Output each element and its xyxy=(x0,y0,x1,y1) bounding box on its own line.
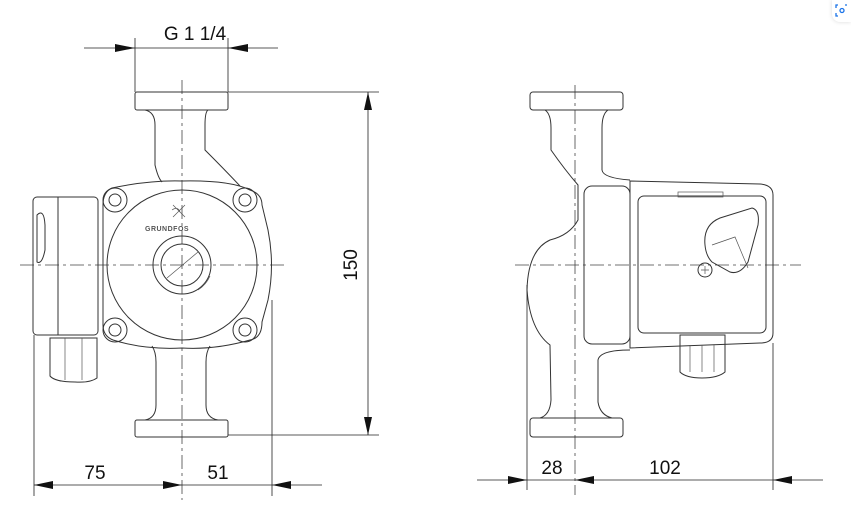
left-width-label: 75 xyxy=(84,463,105,484)
height-label: 150 xyxy=(341,249,362,281)
top-neck xyxy=(144,109,241,187)
right-depth-label: 102 xyxy=(649,458,681,479)
dimension-front-width: 75 51 xyxy=(33,300,322,496)
speed-selector-knob xyxy=(704,207,759,273)
name-plate xyxy=(677,191,724,198)
lens-scan-icon xyxy=(835,4,847,17)
thread-size-label: G 1 1/4 xyxy=(164,24,227,45)
dimension-thread: G 1 1/4 xyxy=(84,24,278,92)
side-cable-gland xyxy=(679,334,726,379)
side-bottom-flange xyxy=(529,417,624,438)
motor-front-panel xyxy=(637,195,767,334)
side-top-flange xyxy=(529,91,624,111)
top-flange xyxy=(134,91,229,111)
motor-casing xyxy=(629,180,774,349)
terminal-box-window xyxy=(36,212,46,263)
terminal-box xyxy=(32,196,99,336)
bolt-holes xyxy=(102,187,258,343)
dimension-height: 150 xyxy=(228,91,379,436)
pump-housing xyxy=(102,180,272,349)
dimension-side-depth: 28 102 xyxy=(477,285,823,490)
cable-gland xyxy=(49,337,98,383)
bottom-neck xyxy=(144,345,219,421)
shaft-slot xyxy=(166,251,199,279)
logo-text: GRUNDFOS xyxy=(145,226,189,233)
visual-search-button[interactable] xyxy=(832,0,851,22)
bottom-flange xyxy=(134,419,229,438)
side-view xyxy=(515,85,801,495)
left-depth-label: 28 xyxy=(541,458,562,479)
right-width-label: 51 xyxy=(207,463,228,484)
side-volute xyxy=(526,109,579,419)
motor-circle xyxy=(106,189,258,341)
shaft-plug xyxy=(160,243,204,287)
rotation-arrow-icon xyxy=(197,275,211,291)
shaft-outer-ring xyxy=(152,235,212,295)
front-view: GRUNDFOS xyxy=(20,80,288,500)
grundfos-logo: GRUNDFOS xyxy=(145,204,189,233)
vent-screw-icon xyxy=(697,262,713,278)
